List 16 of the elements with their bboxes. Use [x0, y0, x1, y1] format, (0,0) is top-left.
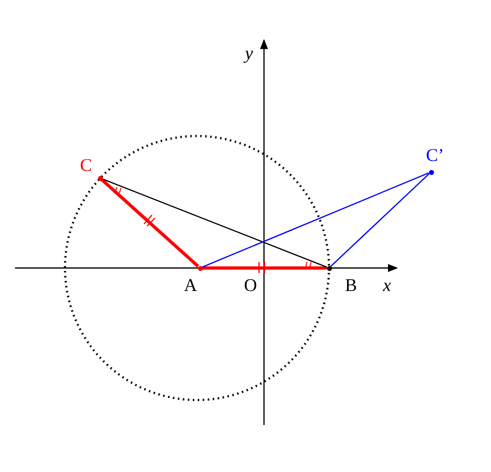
axis-label: x — [383, 276, 391, 294]
line-segment — [202, 266, 326, 270]
line-segment — [102, 178, 327, 268]
point-label: C’ — [426, 146, 444, 164]
point-dot — [428, 170, 434, 174]
point-label: B — [345, 276, 358, 294]
point-dot — [98, 176, 102, 180]
point-label: A — [184, 276, 197, 294]
line-segment — [330, 173, 430, 267]
axis-label: y — [245, 44, 253, 62]
point-label: C — [80, 156, 92, 174]
point-dot — [326, 266, 332, 270]
line-segment — [202, 172, 429, 268]
line-segment — [100, 178, 200, 268]
point-dot — [198, 266, 202, 270]
axis-label: O — [244, 276, 257, 294]
